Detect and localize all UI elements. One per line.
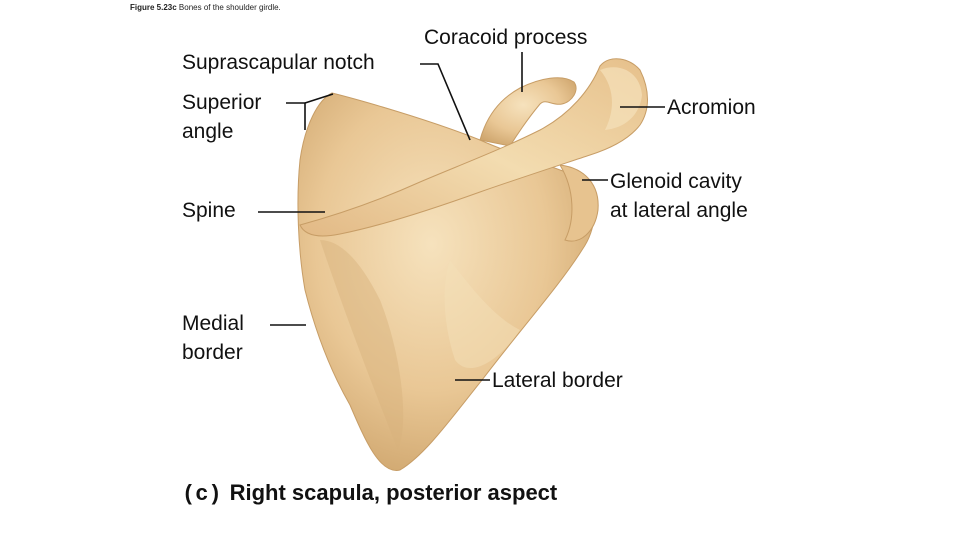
label-spine: Spine	[182, 199, 236, 222]
label-coracoid-process: Coracoid process	[424, 26, 588, 49]
label-lateral-border: Lateral border	[492, 369, 623, 392]
label-medial-border-line1: Medial	[182, 312, 244, 335]
caption-text: Right scapula, posterior aspect	[229, 480, 558, 505]
caption-letter: (c)	[182, 482, 222, 507]
figure-title: Bones of the shoulder girdle.	[178, 3, 281, 12]
label-superior-angle-line1: Superior	[182, 91, 262, 114]
figure-caption: (c) Right scapula, posterior aspect	[182, 480, 557, 507]
label-medial-border: Medial border	[182, 309, 244, 367]
label-glenoid-cavity-line1: Glenoid cavity	[610, 170, 742, 193]
figure-number: Figure 5.23c	[130, 3, 177, 12]
label-glenoid-cavity: Glenoid cavity at lateral angle	[610, 167, 748, 225]
label-acromion: Acromion	[667, 96, 756, 119]
coracoid-process	[479, 77, 577, 147]
leader-lines	[258, 52, 665, 381]
label-superior-angle-line2: angle	[182, 120, 234, 143]
label-glenoid-cavity-line2: at lateral angle	[610, 199, 748, 222]
label-suprascapular-notch: Suprascapular notch	[182, 51, 375, 74]
label-superior-angle: Superior angle	[182, 88, 261, 146]
label-medial-border-line2: border	[182, 341, 243, 364]
figure-note: Figure 5.23c Bones of the shoulder girdl…	[130, 3, 281, 12]
